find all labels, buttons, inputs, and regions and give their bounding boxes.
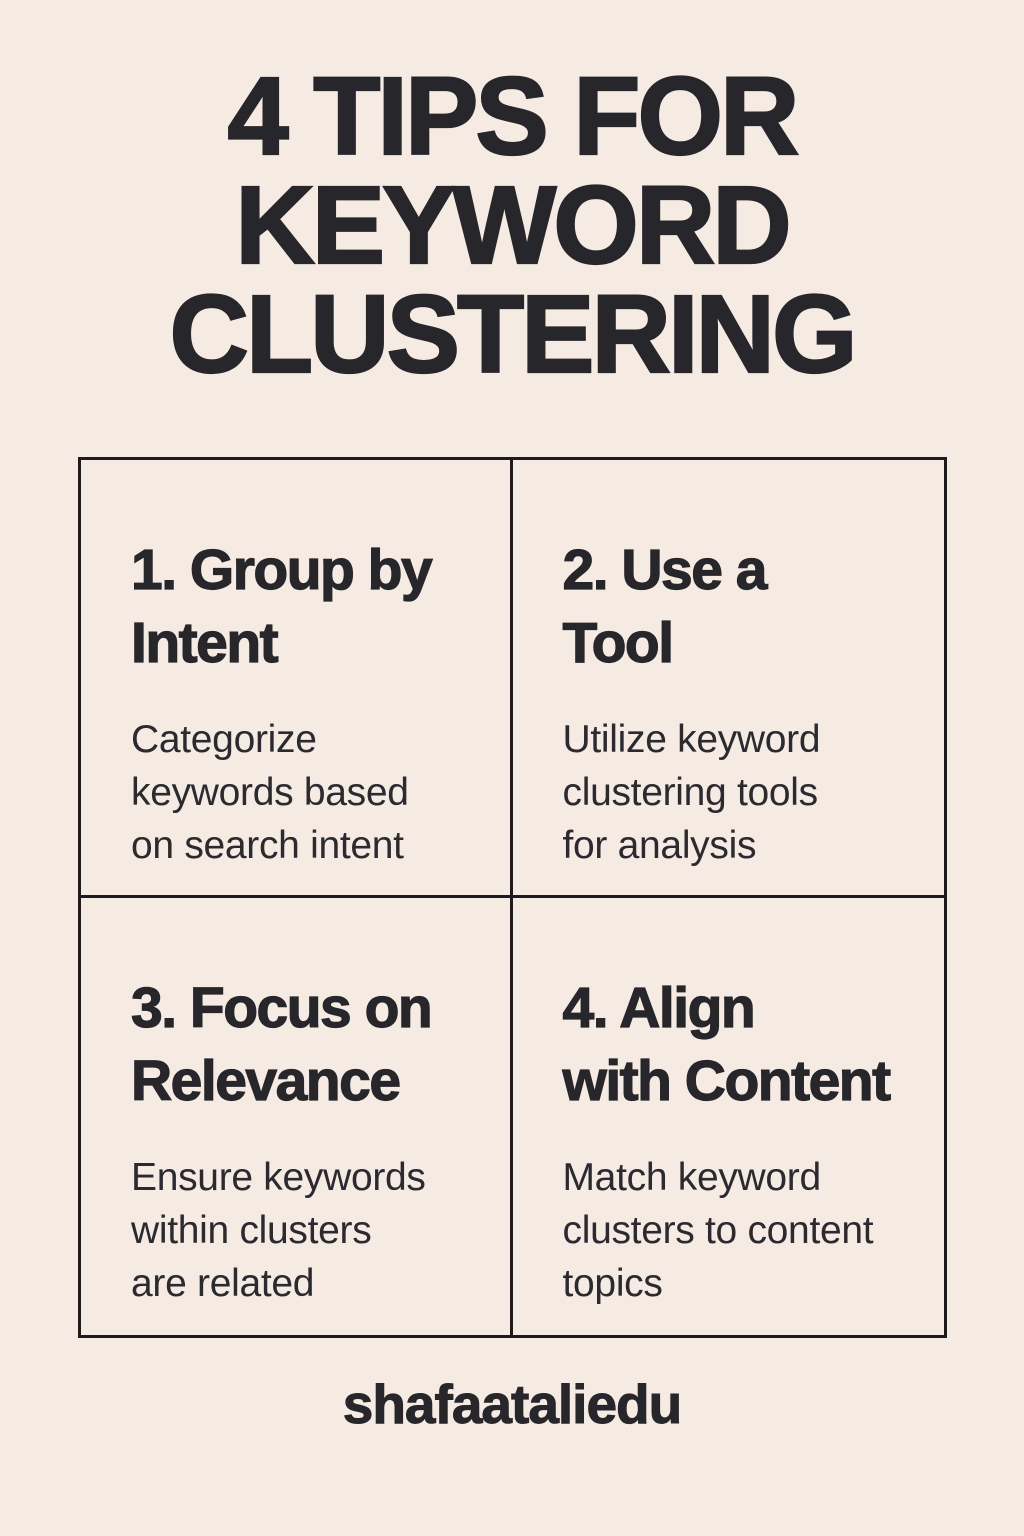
tip-2-description-line: for analysis	[562, 824, 757, 867]
footer-credit: shafaataliedu	[342, 1373, 683, 1436]
tip-4-description-line: Match keyword	[562, 1155, 822, 1199]
tip-card-1: 1. Group by Intent Categorize keywords b…	[81, 460, 513, 898]
tips-grid: 1. Group by Intent Categorize keywords b…	[78, 457, 947, 1338]
tip-4-title: 4. Align with Content	[562, 972, 917, 1118]
tip-2-title-line: Tool	[562, 610, 675, 675]
tip-4-description-line: clusters to content	[562, 1208, 874, 1252]
tip-1-title-line: 1. Group by	[130, 537, 433, 602]
tip-3-description-line: Ensure keywords	[131, 1155, 426, 1199]
tip-3-description-line: are related	[131, 1261, 315, 1305]
tip-1-description: Categorize keywords based on search inte…	[131, 713, 482, 872]
poster-title-line: 4 TIPS FOR	[226, 55, 800, 178]
tip-4-title-line: with Content	[562, 1048, 892, 1113]
tip-2-title: 2. Use a Tool	[562, 534, 917, 680]
tip-1-description-line: on search intent	[131, 824, 404, 867]
tip-1-description-line: Categorize	[131, 718, 317, 761]
tip-4-description-line: topics	[562, 1261, 663, 1305]
tip-4-title-line: 4. Align	[562, 975, 756, 1040]
tip-2-description: Utilize keyword clustering tools for ana…	[563, 713, 917, 872]
poster-title: 4 TIPS FOR KEYWORD CLUSTERING	[0, 55, 1024, 396]
tip-card-4: 4. Align with Content Match keyword clus…	[513, 898, 945, 1336]
tip-3-description: Ensure keywords within clusters are rela…	[131, 1151, 482, 1310]
tip-card-2: 2. Use a Tool Utilize keyword clustering…	[512, 460, 944, 898]
tip-3-title-line: 3. Focus on	[130, 975, 433, 1040]
tip-1-title-line: Intent	[130, 610, 279, 675]
tip-3-description-line: within clusters	[131, 1208, 372, 1252]
tip-3-title-line: Relevance	[130, 1048, 401, 1113]
tip-1-description-line: keywords based	[131, 771, 409, 814]
poster-title-line: KEYWORD	[234, 164, 793, 287]
tip-1-title: 1. Group by Intent	[130, 534, 482, 680]
tip-2-description-line: Utilize keyword	[562, 718, 821, 761]
tip-card-3: 3. Focus on Relevance Ensure keywords wi…	[81, 897, 513, 1335]
poster-title-line: CLUSTERING	[168, 273, 858, 396]
tip-3-title: 3. Focus on Relevance	[130, 972, 482, 1118]
tip-2-title-line: 2. Use a	[562, 537, 768, 602]
tip-2-description-line: clustering tools	[562, 771, 819, 814]
tip-4-description: Match keyword clusters to content topics	[563, 1151, 917, 1310]
